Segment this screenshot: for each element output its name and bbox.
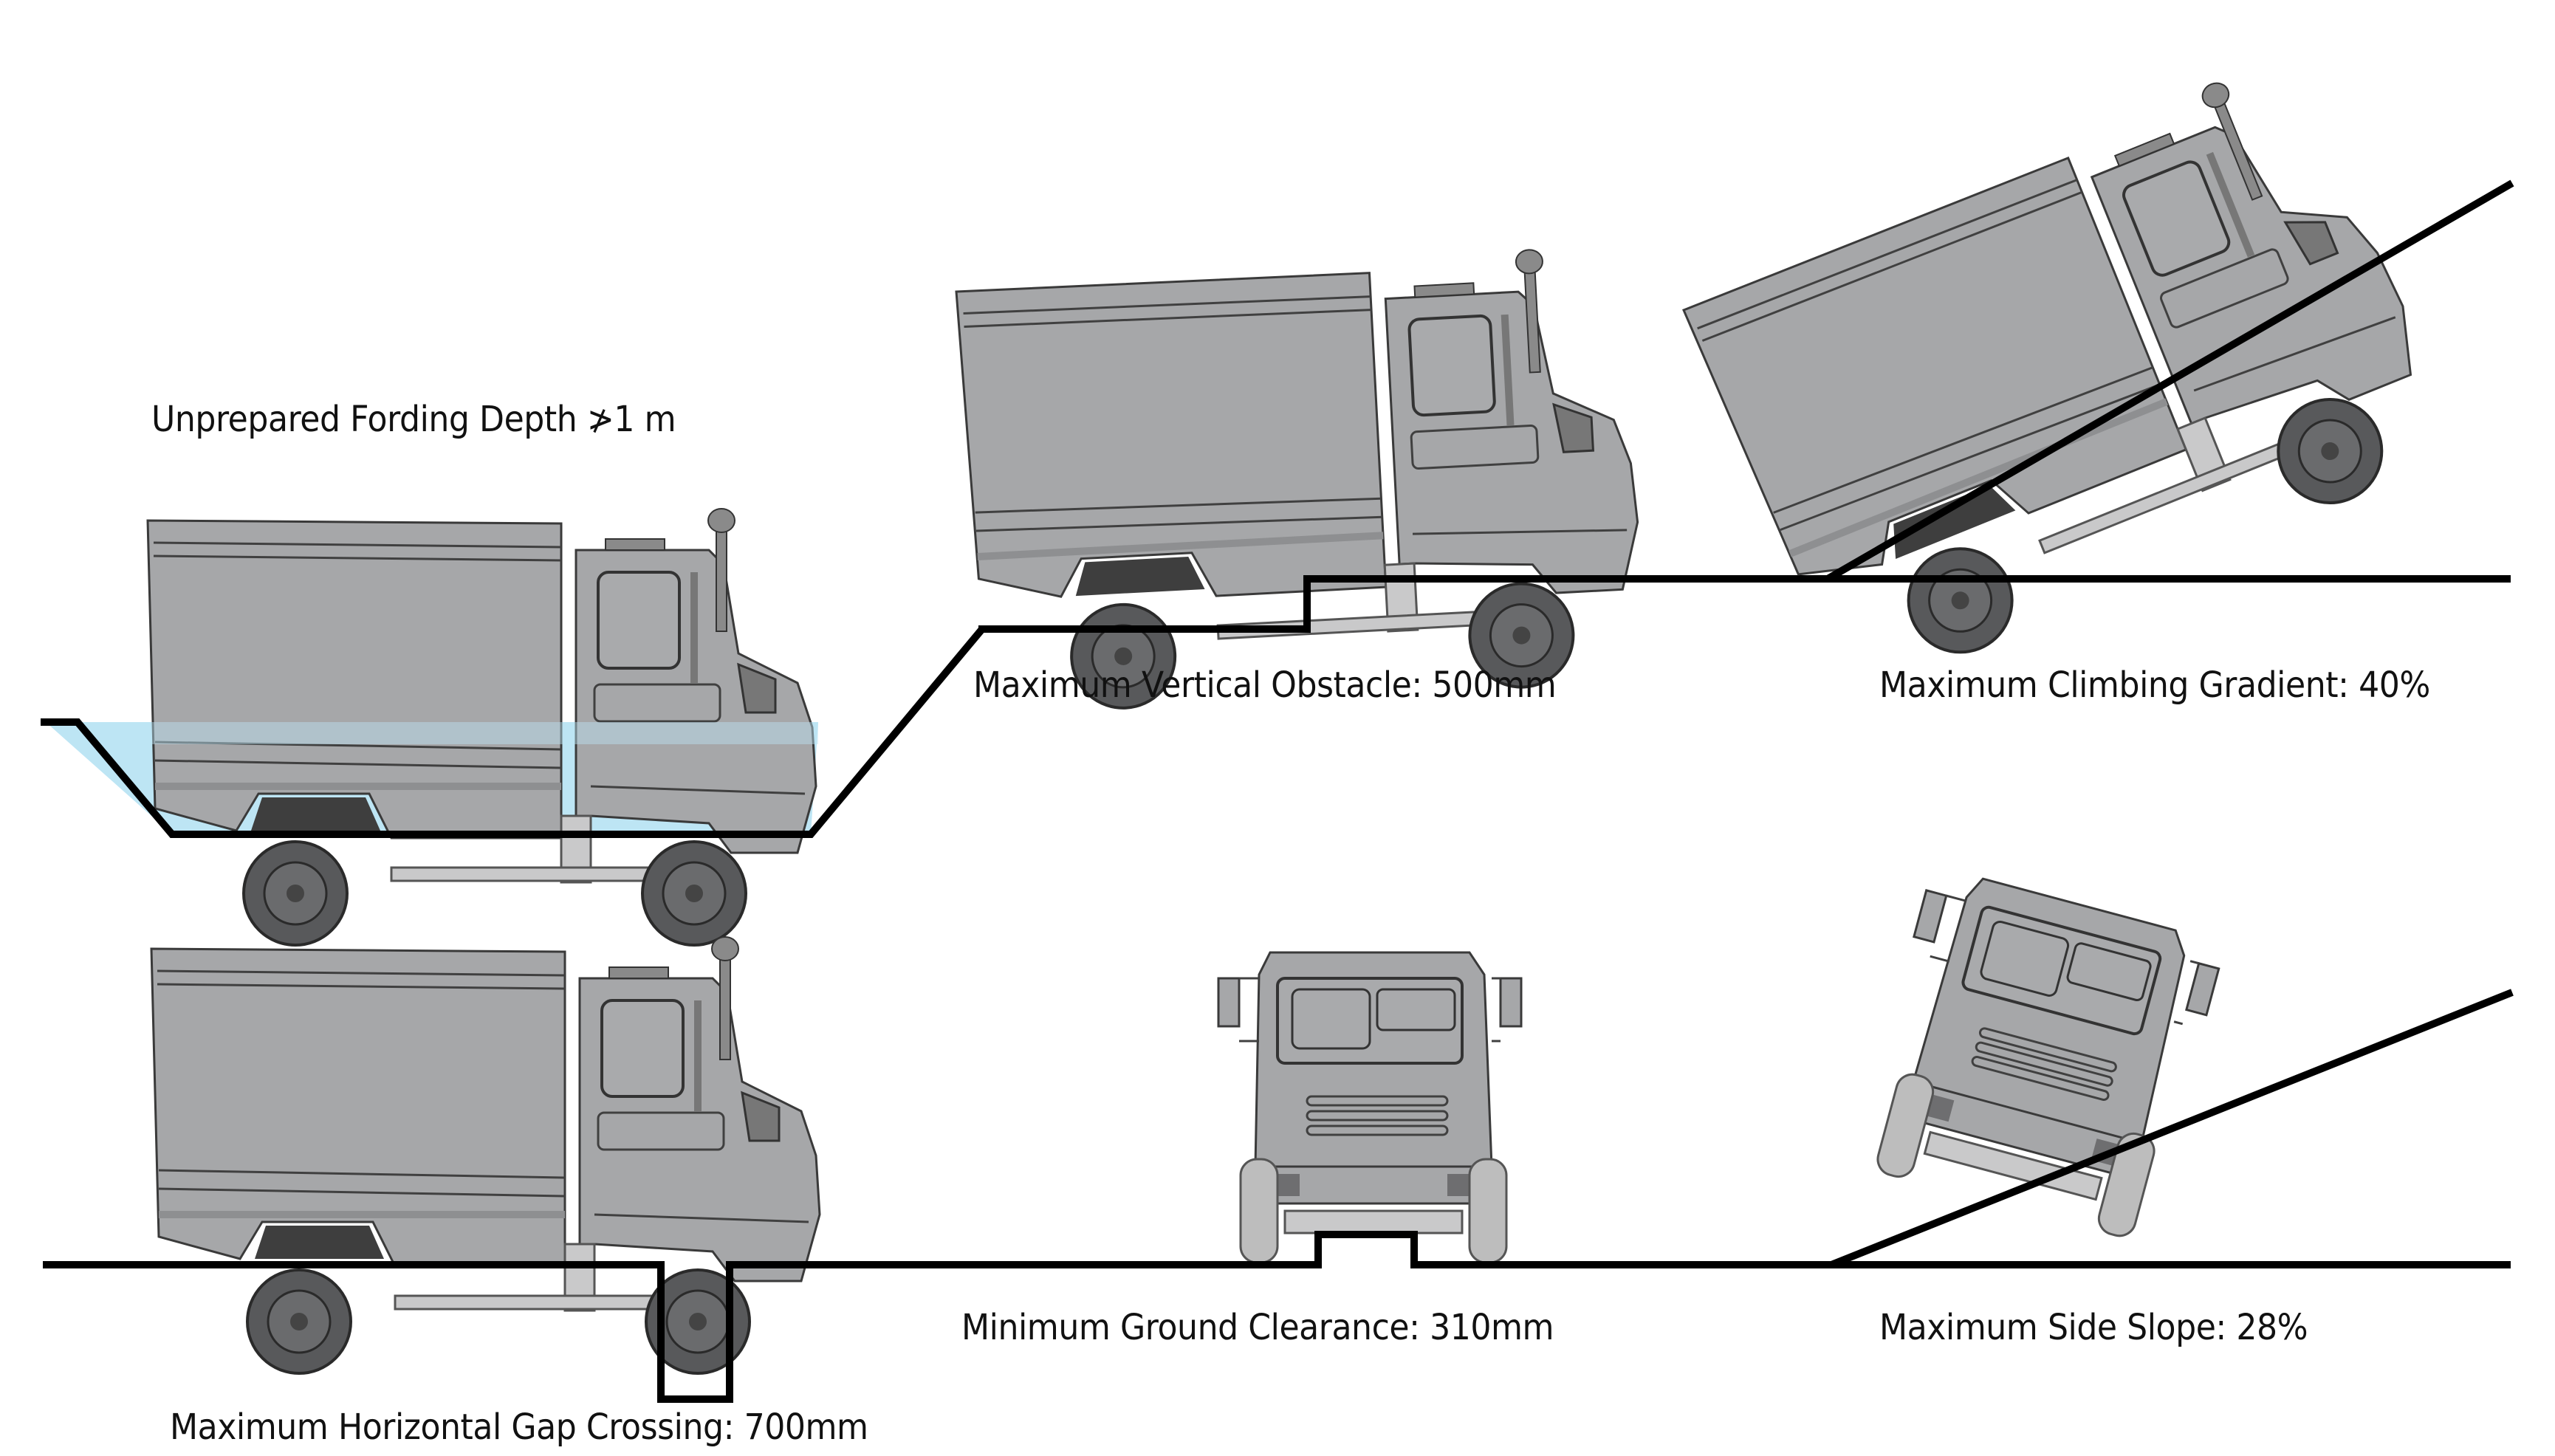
gradient-slope: [1825, 179, 2514, 583]
gap-crossing-panel: [43, 935, 1182, 1403]
side-slope-panel: [1610, 864, 2514, 1268]
truck-side-gap: [150, 935, 821, 1375]
gap-crossing-label: Maximum Horizontal Gap Crossing: 700mm: [170, 1407, 868, 1448]
truck-side-obstacle: [956, 245, 1646, 716]
vertical-obstacle-panel: [956, 245, 1831, 716]
vertical-obstacle-label: Maximum Vertical Obstacle: 500mm: [973, 665, 1557, 706]
gap-terrain: [43, 1261, 1182, 1403]
sideslope-slope: [1830, 989, 2514, 1268]
ground-clearance-label: Minimum Ground Clearance: 310mm: [961, 1307, 1554, 1348]
side-slope-label: Maximum Side Slope: 28%: [1879, 1307, 2308, 1348]
climbing-gradient-label: Maximum Climbing Gradient: 40%: [1879, 665, 2430, 706]
fording-panel: [41, 507, 985, 947]
fording-label: Unprepared Fording Depth ≯1 m: [151, 399, 676, 440]
step-terrain: [978, 575, 1831, 633]
ground-clearance-panel: [1182, 951, 1610, 1268]
fording-terrain: [41, 626, 985, 838]
water-overlay: [148, 722, 818, 744]
truck-front-clearance: [1217, 951, 1523, 1264]
clearance-terrain: [1182, 1231, 1610, 1268]
truck-front-sideslope: [1851, 864, 2227, 1245]
climbing-gradient-panel: [1678, 47, 2514, 706]
truck-side-climbing: [1678, 47, 2464, 706]
